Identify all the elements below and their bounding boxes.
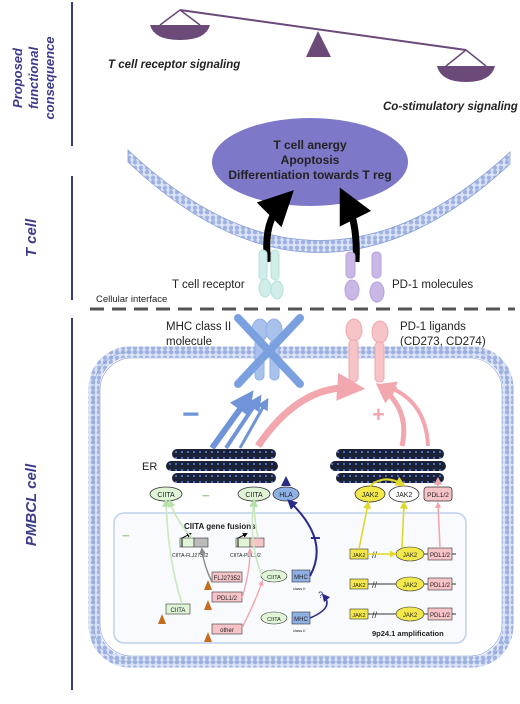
gene-mhc-1-label: MHC xyxy=(294,575,308,581)
right-pan-string-1 xyxy=(445,49,467,67)
amp1-jak2-a: JAK2 xyxy=(352,553,365,559)
endoplasmic-reticulum-left xyxy=(166,449,278,483)
pd1-molecule xyxy=(344,251,385,303)
balance-left-label: T cell receptor signaling xyxy=(108,59,240,71)
tcell-membrane xyxy=(127,149,511,253)
gene-fusion-1: CIITA-FLJ27352 xyxy=(172,533,209,559)
mhc-label-line2: molecule xyxy=(166,336,212,348)
gene-other-label: other xyxy=(220,628,234,634)
outcome-line-apoptosis: Apoptosis xyxy=(281,153,340,167)
amp2-jak2-b: JAK2 xyxy=(403,583,418,589)
gene-ciita-mhc-1-label: CIITA xyxy=(267,575,281,581)
gene-fam: FLJ27352 xyxy=(204,571,243,590)
left-pan-string-2 xyxy=(179,9,201,26)
protein-ciita-1-label: CIITA xyxy=(157,492,175,499)
signal-arrow-pd1 xyxy=(339,187,372,263)
gene-mhc-2-sub: class II xyxy=(293,628,305,633)
outcome-line-treg: Differentiation towards T reg xyxy=(228,168,391,182)
pmbcl-membrane-inner xyxy=(99,357,503,657)
pdl-label-line2: (CD273, CD274) xyxy=(400,336,486,348)
mhc-transport-arrows xyxy=(209,390,269,450)
plus-sign-pdl: + xyxy=(372,402,385,427)
protein-ciita-1: CIITA xyxy=(149,486,183,502)
sidebar-label-line3: consequence xyxy=(42,36,57,119)
protein-pdl12-label: PDL1/2 xyxy=(427,492,449,499)
gene-fusion-2: CIITA-PDL1/2 xyxy=(230,533,265,559)
amp2-pdl: PDL1/2 xyxy=(430,583,451,589)
pdl-transport-arrows xyxy=(255,372,430,448)
sidebar: Proposed functional consequence T cell P… xyxy=(10,2,73,690)
gene-fusion-2-label: CIITA-PDL1/2 xyxy=(230,553,261,559)
outcome-ellipse-shape xyxy=(212,118,408,206)
sidebar-label-line1: Proposed xyxy=(10,47,25,108)
outcome-ellipse: T cell anergy Apoptosis Differentiation … xyxy=(212,118,408,206)
question-mark: ? xyxy=(318,590,323,600)
amp1-jak2-b: JAK2 xyxy=(403,553,418,559)
balance-beam xyxy=(179,9,467,51)
outcome-line-anergy: T cell anergy xyxy=(273,138,347,152)
gene-fam-label: FLJ27352 xyxy=(214,576,241,582)
amplicon-row-3: JAK2 // JAK2 PDL1/2 xyxy=(349,606,456,622)
amplicon-row-1: JAK2 // JAK2 PDL1/2 xyxy=(349,546,456,562)
protein-hla-label: HLA xyxy=(279,492,293,499)
cellular-interface-label: Cellular interface xyxy=(96,294,167,305)
ciita-regulatory-arrows xyxy=(162,498,331,629)
left-pan xyxy=(150,25,210,40)
jak2-activation-arrow xyxy=(369,476,406,487)
amp3-pdl: PDL1/2 xyxy=(430,613,451,619)
protein-jak2-2-label: JAK2 xyxy=(396,492,413,499)
sidebar-label-tcell: T cell xyxy=(23,218,40,257)
balance-scale: T cell receptor signaling Co-stimulatory… xyxy=(108,9,518,113)
break-mark-1: // xyxy=(372,550,378,560)
gene-ciita-mhc-2: CIITA MHC class II xyxy=(260,611,311,633)
small-minus-1: − xyxy=(202,488,210,503)
pmbcl-membrane-outline xyxy=(93,351,509,663)
protein-jak2-2: JAK2 xyxy=(388,485,420,503)
gene-ciita-label: CIITA xyxy=(171,608,186,614)
amplicon-arrows xyxy=(358,500,442,558)
amp1-pdl: PDL1/2 xyxy=(430,553,451,559)
protein-jak2-1: JAK2 xyxy=(354,485,386,503)
balance-fulcrum xyxy=(306,31,331,57)
sidebar-section-functional: Proposed functional consequence xyxy=(10,36,57,119)
endoplasmic-reticulum-right xyxy=(330,449,446,483)
right-pan-string-2 xyxy=(465,49,487,67)
cross-mark-icon xyxy=(234,314,304,388)
break-mark-3: // xyxy=(372,610,378,620)
gene-other: other xyxy=(204,623,243,642)
t-cell-receptor xyxy=(258,249,284,300)
right-pan xyxy=(437,66,495,82)
minus-sign-mhc: − xyxy=(182,398,200,431)
left-pan-string-1 xyxy=(159,9,181,26)
sidebar-label-line2: functional xyxy=(26,47,41,109)
pdl-label-line1: PD-1 ligands xyxy=(400,321,466,333)
sidebar-label-pmbcl: PMBCL cell xyxy=(23,463,40,546)
protein-pdl12: PDL1/2 xyxy=(423,486,453,502)
protein-ciita-2: CIITA xyxy=(237,486,271,502)
gene-mhc-2-label: MHC xyxy=(294,617,308,623)
gene-ciita-mhc-1: CIITA MHC class II xyxy=(260,569,311,591)
tcr-label: T cell receptor xyxy=(172,279,245,291)
protein-ciita-2-label: CIITA xyxy=(245,492,263,499)
amp2-jak2-a: JAK2 xyxy=(352,583,365,589)
ciita-fusions-title: CIITA gene fusions xyxy=(184,522,256,531)
er-label: ER xyxy=(142,461,157,473)
gene-ciita-mhc-2-label: CIITA xyxy=(267,617,281,623)
amp3-jak2-a: JAK2 xyxy=(352,613,365,619)
pd1-label: PD-1 molecules xyxy=(392,279,473,291)
gene-mhc-1-sub: class II xyxy=(293,586,305,591)
amp3-jak2-b: JAK2 xyxy=(403,613,418,619)
small-minus-2: − xyxy=(122,528,130,543)
protein-hla: HLA xyxy=(272,486,300,502)
gene-fusion-1-label: CIITA-FLJ27352 xyxy=(172,553,209,559)
amplicon-row-2: JAK2 // JAK2 PDL1/2 xyxy=(349,576,456,592)
break-mark-2: // xyxy=(372,580,378,590)
mhc-label-line1: MHC class II xyxy=(166,321,231,333)
gene-pdl-label: PDL1/2 xyxy=(217,596,238,602)
protein-jak2-1-label: JAK2 xyxy=(362,492,379,499)
balance-right-label: Co-stimulatory signaling xyxy=(383,101,518,113)
gene-ciita: CIITA xyxy=(158,603,191,624)
amplification-label: 9p24.1 amplification xyxy=(372,629,444,638)
